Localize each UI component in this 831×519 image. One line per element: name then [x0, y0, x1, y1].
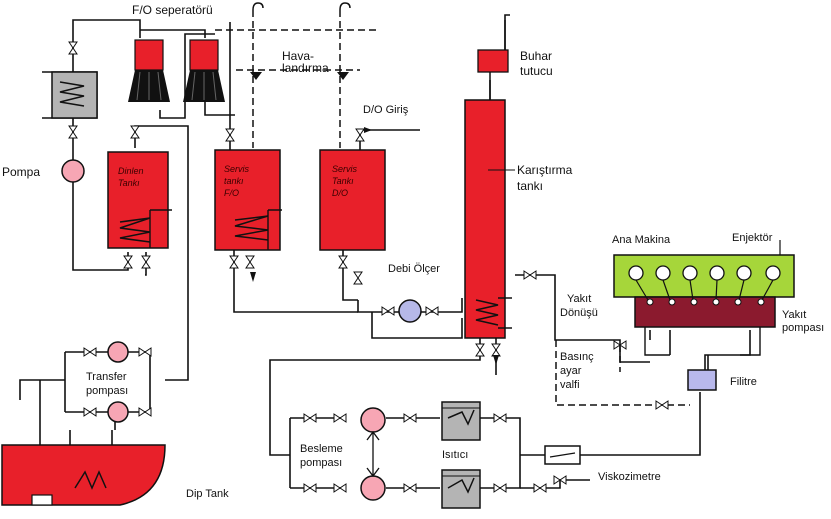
service-tank-fo-label-2: tankı — [224, 176, 244, 186]
settling-tank — [107, 151, 172, 249]
viscometer-label: Viskozimetre — [598, 471, 661, 483]
heater-top — [441, 401, 481, 441]
fuel-pump-label-1: Yakıt — [782, 309, 806, 321]
ventilation-label-2: landırma — [282, 61, 329, 75]
flowmeter-circle — [398, 299, 422, 323]
feed-pump-bottom — [360, 475, 386, 501]
service-tank-fo — [214, 149, 282, 251]
service-tank-fo-label-1: Servis — [224, 164, 250, 174]
transfer-pump-label-2: pompası — [86, 385, 128, 397]
pressure-valve-label-2: ayar — [560, 365, 582, 377]
transfer-pump-top — [107, 341, 129, 363]
filter-label: Filitre — [730, 376, 757, 388]
mixing-tank-label-2: tankı — [517, 179, 543, 193]
viscometer-arrow — [549, 452, 576, 458]
fo-separator-left — [128, 39, 170, 102]
transfer-pump-label-1: Transfer — [86, 371, 127, 383]
feed-pump-link — [366, 430, 380, 478]
settling-tank-label-2: Tankı — [118, 178, 140, 188]
steam-trap-label-2: tutucu — [520, 64, 553, 78]
vent-hook-2 — [339, 2, 351, 11]
service-tank-do-label-2: Tankı — [332, 176, 354, 186]
mixing-tank — [464, 99, 515, 339]
settling-tank-label-1: Dinlen — [118, 166, 144, 176]
do-inlet-label: D/O Giriş — [363, 104, 409, 116]
filter-box — [687, 369, 717, 391]
fo-separator-label: F/O seperatörü — [132, 3, 213, 17]
fuel-pump-label-2: pompası — [782, 322, 824, 334]
fuel-return-label-1: Yakıt — [567, 293, 591, 305]
dashed-lines — [215, 10, 690, 406]
service-tank-fo-label-3: F/O — [224, 188, 239, 198]
dip-tank-label: Dip Tank — [186, 488, 229, 500]
pump-circle — [61, 159, 85, 183]
feed-pump-top — [360, 407, 386, 433]
service-tank-do-label-1: Servis — [332, 164, 358, 174]
vent-hook-1 — [252, 2, 264, 11]
pressure-valve-label-3: valfi — [560, 379, 580, 391]
heater-label: Isıtıcı — [442, 449, 468, 461]
pressure-valve-label-1: Basınç — [560, 351, 594, 363]
steam-trap-label-1: Buhar — [520, 49, 552, 63]
flow-arrows — [250, 72, 499, 365]
preheater-box — [42, 71, 98, 119]
transfer-pump-bottom — [107, 401, 129, 423]
pump-label: Pompa — [2, 165, 40, 179]
feed-pump-label-1: Besleme — [300, 443, 343, 455]
injector-label: Enjektör — [732, 232, 773, 244]
ventilation-label-1: Hava- — [282, 49, 314, 63]
service-tank-do — [319, 149, 386, 251]
dip-tank — [1, 444, 166, 506]
mixing-tank-label-1: Karıştırma — [517, 163, 573, 177]
service-tank-do-label-3: D/O — [332, 188, 348, 198]
fuel-return-label-2: Dönüşü — [560, 307, 598, 319]
flow-meter-label: Debi Ölçer — [388, 263, 440, 275]
steam-trap — [477, 49, 509, 73]
fo-separator-right — [183, 39, 225, 102]
feed-pump-label-2: pompası — [300, 457, 342, 469]
main-engine — [613, 240, 795, 356]
main-engine-label: Ana Makina — [612, 234, 671, 246]
heater-bottom — [441, 469, 481, 509]
